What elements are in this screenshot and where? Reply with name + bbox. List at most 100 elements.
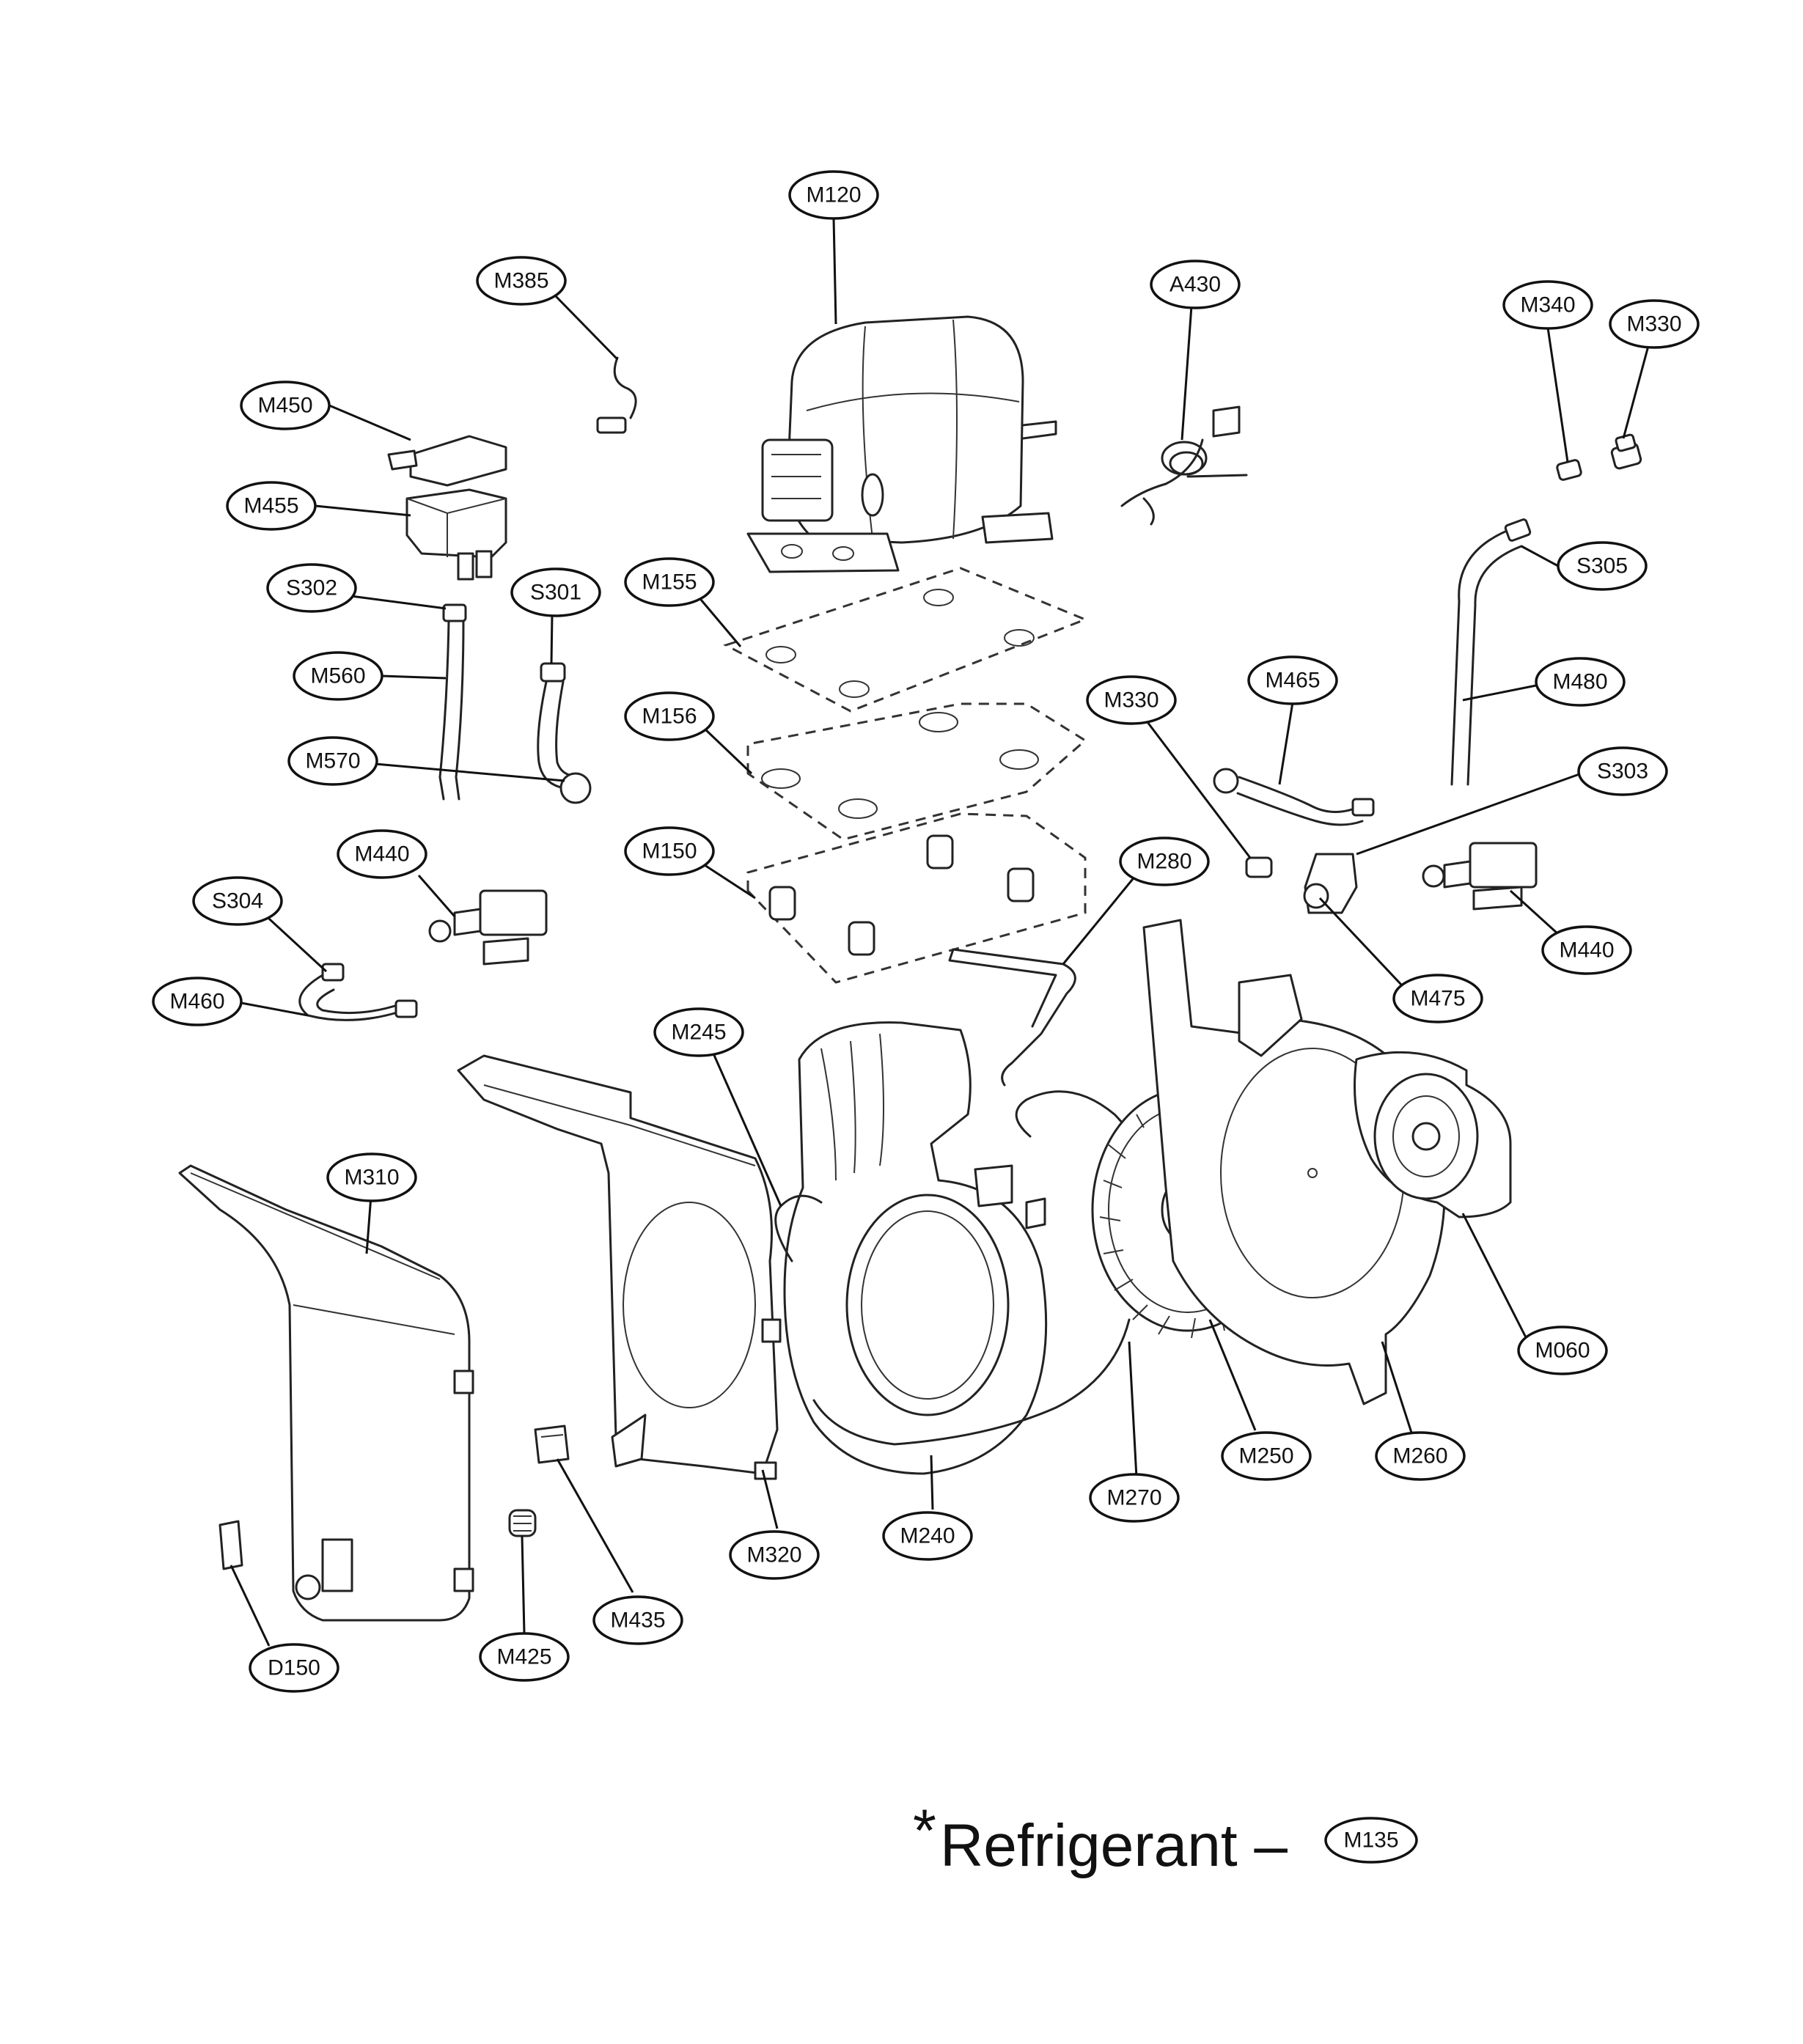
cover-cap	[387, 435, 507, 487]
callout-s305: S305	[1557, 541, 1648, 591]
callout-m060: M060	[1517, 1326, 1608, 1375]
motor-bracket	[1142, 919, 1446, 1405]
svg-text:M425: M425	[496, 1645, 551, 1669]
legend-text: Refrigerant –	[940, 1812, 1288, 1879]
callout-m440-left: M440	[337, 829, 427, 879]
svg-text:M440: M440	[354, 842, 409, 867]
svg-text:M320: M320	[746, 1543, 801, 1567]
pump-right	[1422, 842, 1538, 911]
callout-m260: M260	[1375, 1431, 1466, 1481]
callout-m270: M270	[1089, 1473, 1180, 1523]
callout-s303: S303	[1577, 746, 1668, 796]
svg-text:M150: M150	[642, 839, 697, 864]
callout-s304: S304	[192, 876, 283, 926]
svg-text:M280: M280	[1136, 850, 1191, 874]
callout-m156: M156	[624, 691, 715, 741]
tall-tube	[1450, 518, 1532, 786]
callout-m330-top: M330	[1609, 299, 1700, 349]
svg-text:M450: M450	[257, 394, 312, 418]
svg-text:M240: M240	[900, 1524, 955, 1548]
callout-m340: M340	[1502, 280, 1593, 330]
svg-text:M570: M570	[305, 749, 360, 773]
callout-m460: M460	[152, 977, 243, 1026]
gasket-plate	[723, 567, 1089, 713]
svg-text:S302: S302	[286, 576, 337, 600]
svg-text:M465: M465	[1265, 669, 1320, 693]
grommet-set	[746, 812, 1087, 984]
sensor-wire	[596, 356, 637, 434]
power-cord	[1120, 405, 1248, 526]
refrigerant-legend: * Refrigerant – M135	[913, 1798, 1418, 1879]
svg-text:M440: M440	[1559, 938, 1614, 963]
pump-left	[428, 889, 548, 966]
callout-a430: A430	[1150, 260, 1241, 309]
svg-text:S303: S303	[1597, 760, 1648, 784]
drain-tube	[438, 603, 467, 801]
svg-text:M060: M060	[1535, 1339, 1590, 1363]
gasket-loop	[948, 948, 1076, 1087]
svg-text:M475: M475	[1410, 987, 1465, 1011]
washer-plate	[746, 702, 1087, 841]
compressor	[746, 315, 1057, 573]
knob	[508, 1509, 537, 1537]
callout-m475: M475	[1392, 974, 1483, 1023]
svg-text:M330: M330	[1104, 688, 1158, 713]
hose-lower	[298, 963, 418, 1021]
callout-s302: S302	[266, 563, 357, 613]
hose-middle	[1213, 768, 1375, 826]
callout-m560: M560	[293, 651, 383, 701]
svg-text:M155: M155	[642, 570, 697, 595]
front-panel	[178, 1164, 474, 1622]
callout-m245: M245	[653, 1007, 744, 1057]
svg-text:M560: M560	[310, 664, 365, 688]
svg-text:M460: M460	[169, 990, 224, 1014]
legend-asterisk: *	[913, 1798, 936, 1864]
svg-text:D150: D150	[268, 1656, 320, 1680]
motor	[1354, 1051, 1512, 1218]
svg-text:A430: A430	[1169, 273, 1221, 297]
svg-text:S301: S301	[530, 581, 581, 605]
callout-m480: M480	[1535, 657, 1626, 707]
callout-m570: M570	[287, 736, 378, 786]
callout-m280: M280	[1119, 837, 1210, 886]
callout-m120: M120	[788, 170, 879, 220]
svg-text:M135: M135	[1343, 1828, 1398, 1853]
svg-text:M435: M435	[610, 1609, 665, 1633]
svg-text:M330: M330	[1626, 312, 1681, 337]
svg-text:M480: M480	[1552, 670, 1607, 694]
callout-m155: M155	[624, 557, 715, 607]
svg-text:M156: M156	[642, 705, 697, 729]
bracket	[405, 488, 507, 581]
switch	[534, 1424, 570, 1464]
svg-text:S305: S305	[1576, 554, 1628, 578]
callout-m435: M435	[592, 1595, 683, 1645]
svg-text:M310: M310	[344, 1166, 399, 1190]
svg-text:M260: M260	[1392, 1444, 1447, 1468]
callout-m240: M240	[882, 1511, 973, 1561]
rear-housing	[457, 1054, 779, 1475]
callout-m455: M455	[226, 481, 317, 531]
callout-m385: M385	[476, 256, 567, 306]
callout-d150: D150	[249, 1643, 339, 1693]
callout-m440-right: M440	[1541, 925, 1632, 975]
svg-text:M385: M385	[493, 269, 548, 293]
callout-m135: M135	[1324, 1817, 1418, 1864]
svg-text:M340: M340	[1520, 293, 1575, 317]
callout-m465: M465	[1247, 655, 1338, 705]
fan-housing	[783, 1021, 1048, 1475]
svg-text:M455: M455	[243, 494, 298, 518]
svg-text:M250: M250	[1238, 1444, 1293, 1468]
callout-m150: M150	[624, 826, 715, 876]
hose-curved	[537, 662, 592, 804]
callout-m330-mid: M330	[1086, 675, 1177, 725]
svg-text:M120: M120	[806, 183, 861, 207]
callout-m310: M310	[326, 1152, 417, 1202]
callout-m425: M425	[479, 1632, 570, 1682]
leader-lines	[229, 218, 1650, 1647]
fitting-small	[1556, 433, 1642, 481]
svg-text:S304: S304	[212, 889, 263, 913]
callout-m250: M250	[1221, 1431, 1312, 1481]
callout-m320: M320	[729, 1530, 820, 1580]
callout-m450: M450	[240, 381, 331, 430]
